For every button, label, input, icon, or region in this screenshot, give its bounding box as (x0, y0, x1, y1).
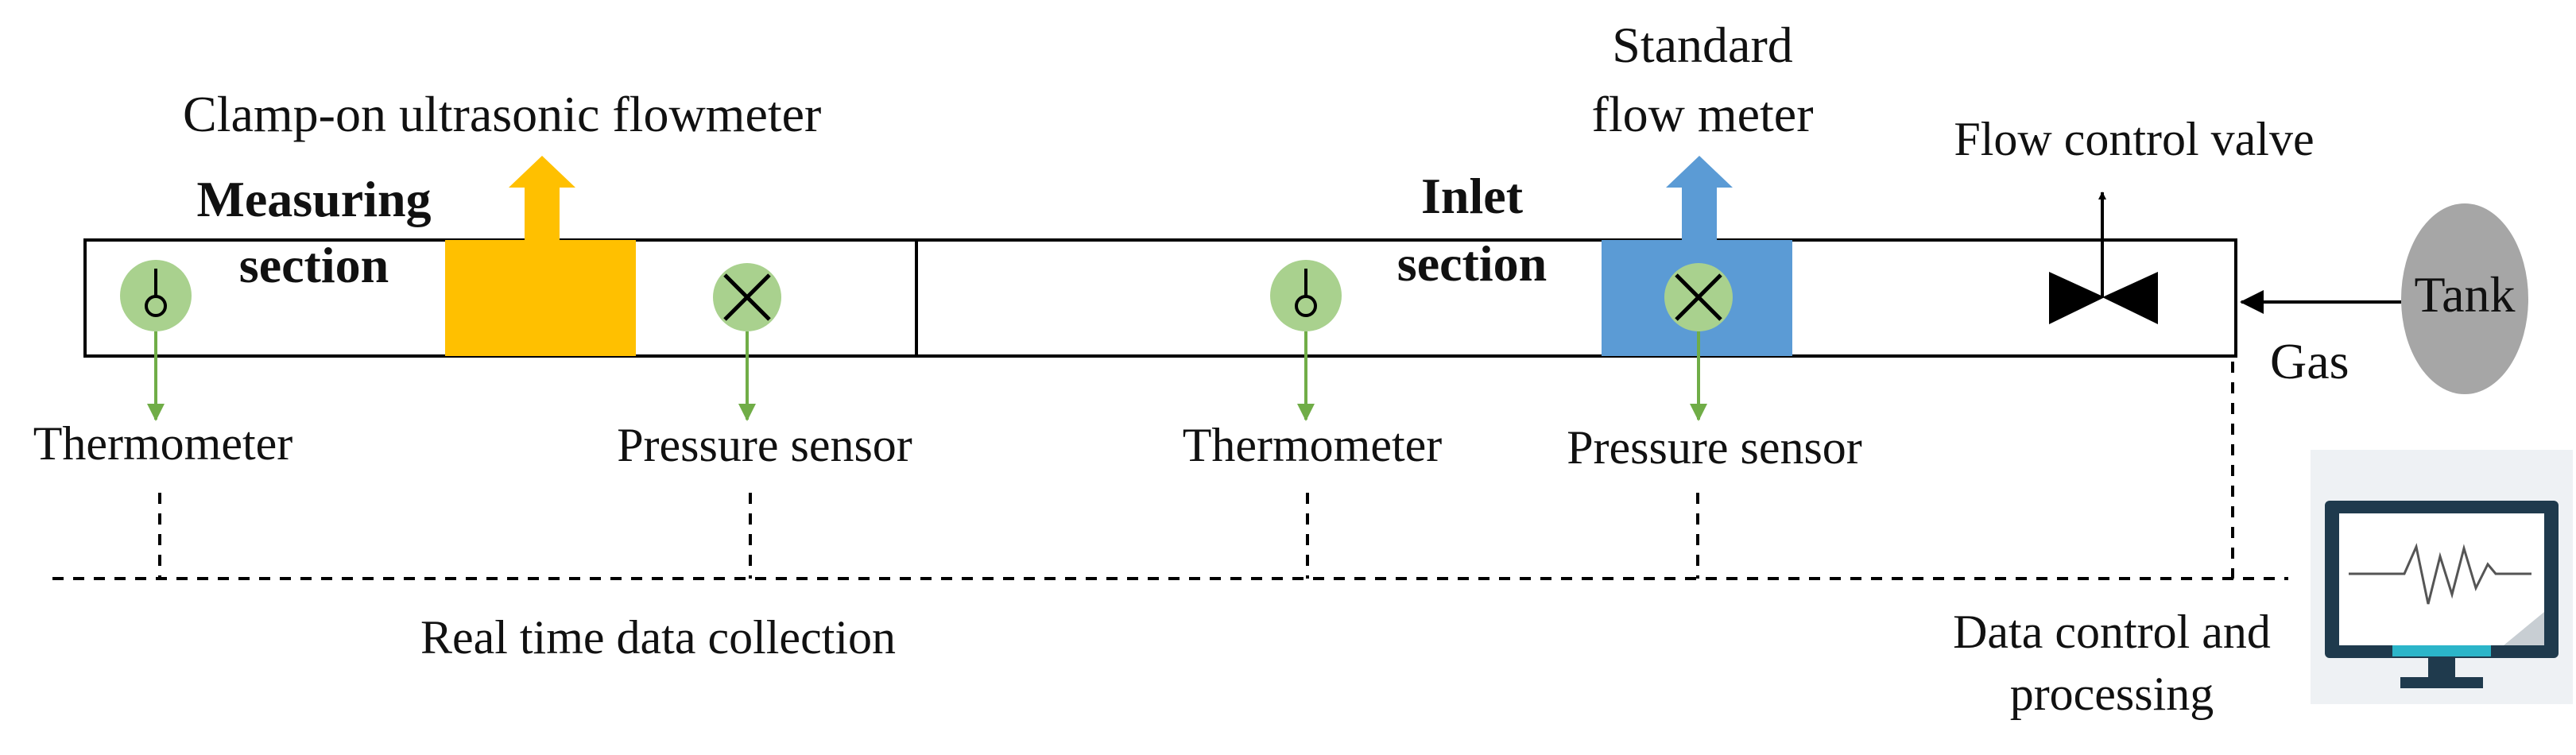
data-control-label: Data control and (1953, 606, 2271, 658)
measuring-section-label: Measuring (196, 171, 431, 227)
thermometer-label: Thermometer (33, 417, 293, 470)
pressure-sensor-label: Pressure sensor (617, 419, 912, 471)
pressure-sensor-label: Pressure sensor (1567, 421, 1862, 474)
inlet-section-label: Inlet (1421, 168, 1524, 224)
valve-icon (2049, 192, 2158, 324)
pipe (83, 238, 2237, 358)
standard-flow-meter-label-line2: flow meter (1592, 86, 1814, 142)
monitor-icon (2311, 450, 2573, 704)
inlet-section-label-line2: section (1397, 235, 1547, 292)
measuring-section-label-line2: section (239, 237, 389, 293)
standard-flow-meter-label: Standard (1612, 17, 1793, 73)
pressure-sensor-icon (1664, 263, 1733, 331)
clamp-on-flowmeter (445, 156, 636, 356)
data-control-label-line2: processing (2010, 668, 2214, 720)
gas-label: Gas (2270, 333, 2349, 389)
up-arrow-icon (509, 156, 575, 240)
tank-icon (2401, 203, 2528, 394)
data-lines (52, 362, 2288, 580)
real-time-data-collection-label: Real time data collection (420, 611, 896, 664)
thermometer-icon (1270, 260, 1342, 331)
thermometer-label: Thermometer (1183, 419, 1443, 471)
tank-label: Tank (2414, 266, 2515, 323)
up-arrow-icon (1666, 156, 1733, 240)
pressure-sensor-icon (713, 263, 781, 331)
clamp-on-flowmeter-label: Clamp-on ultrasonic flowmeter (183, 86, 821, 142)
flow-control-valve-label: Flow control valve (1954, 113, 2314, 165)
thermometer-icon (120, 260, 192, 331)
